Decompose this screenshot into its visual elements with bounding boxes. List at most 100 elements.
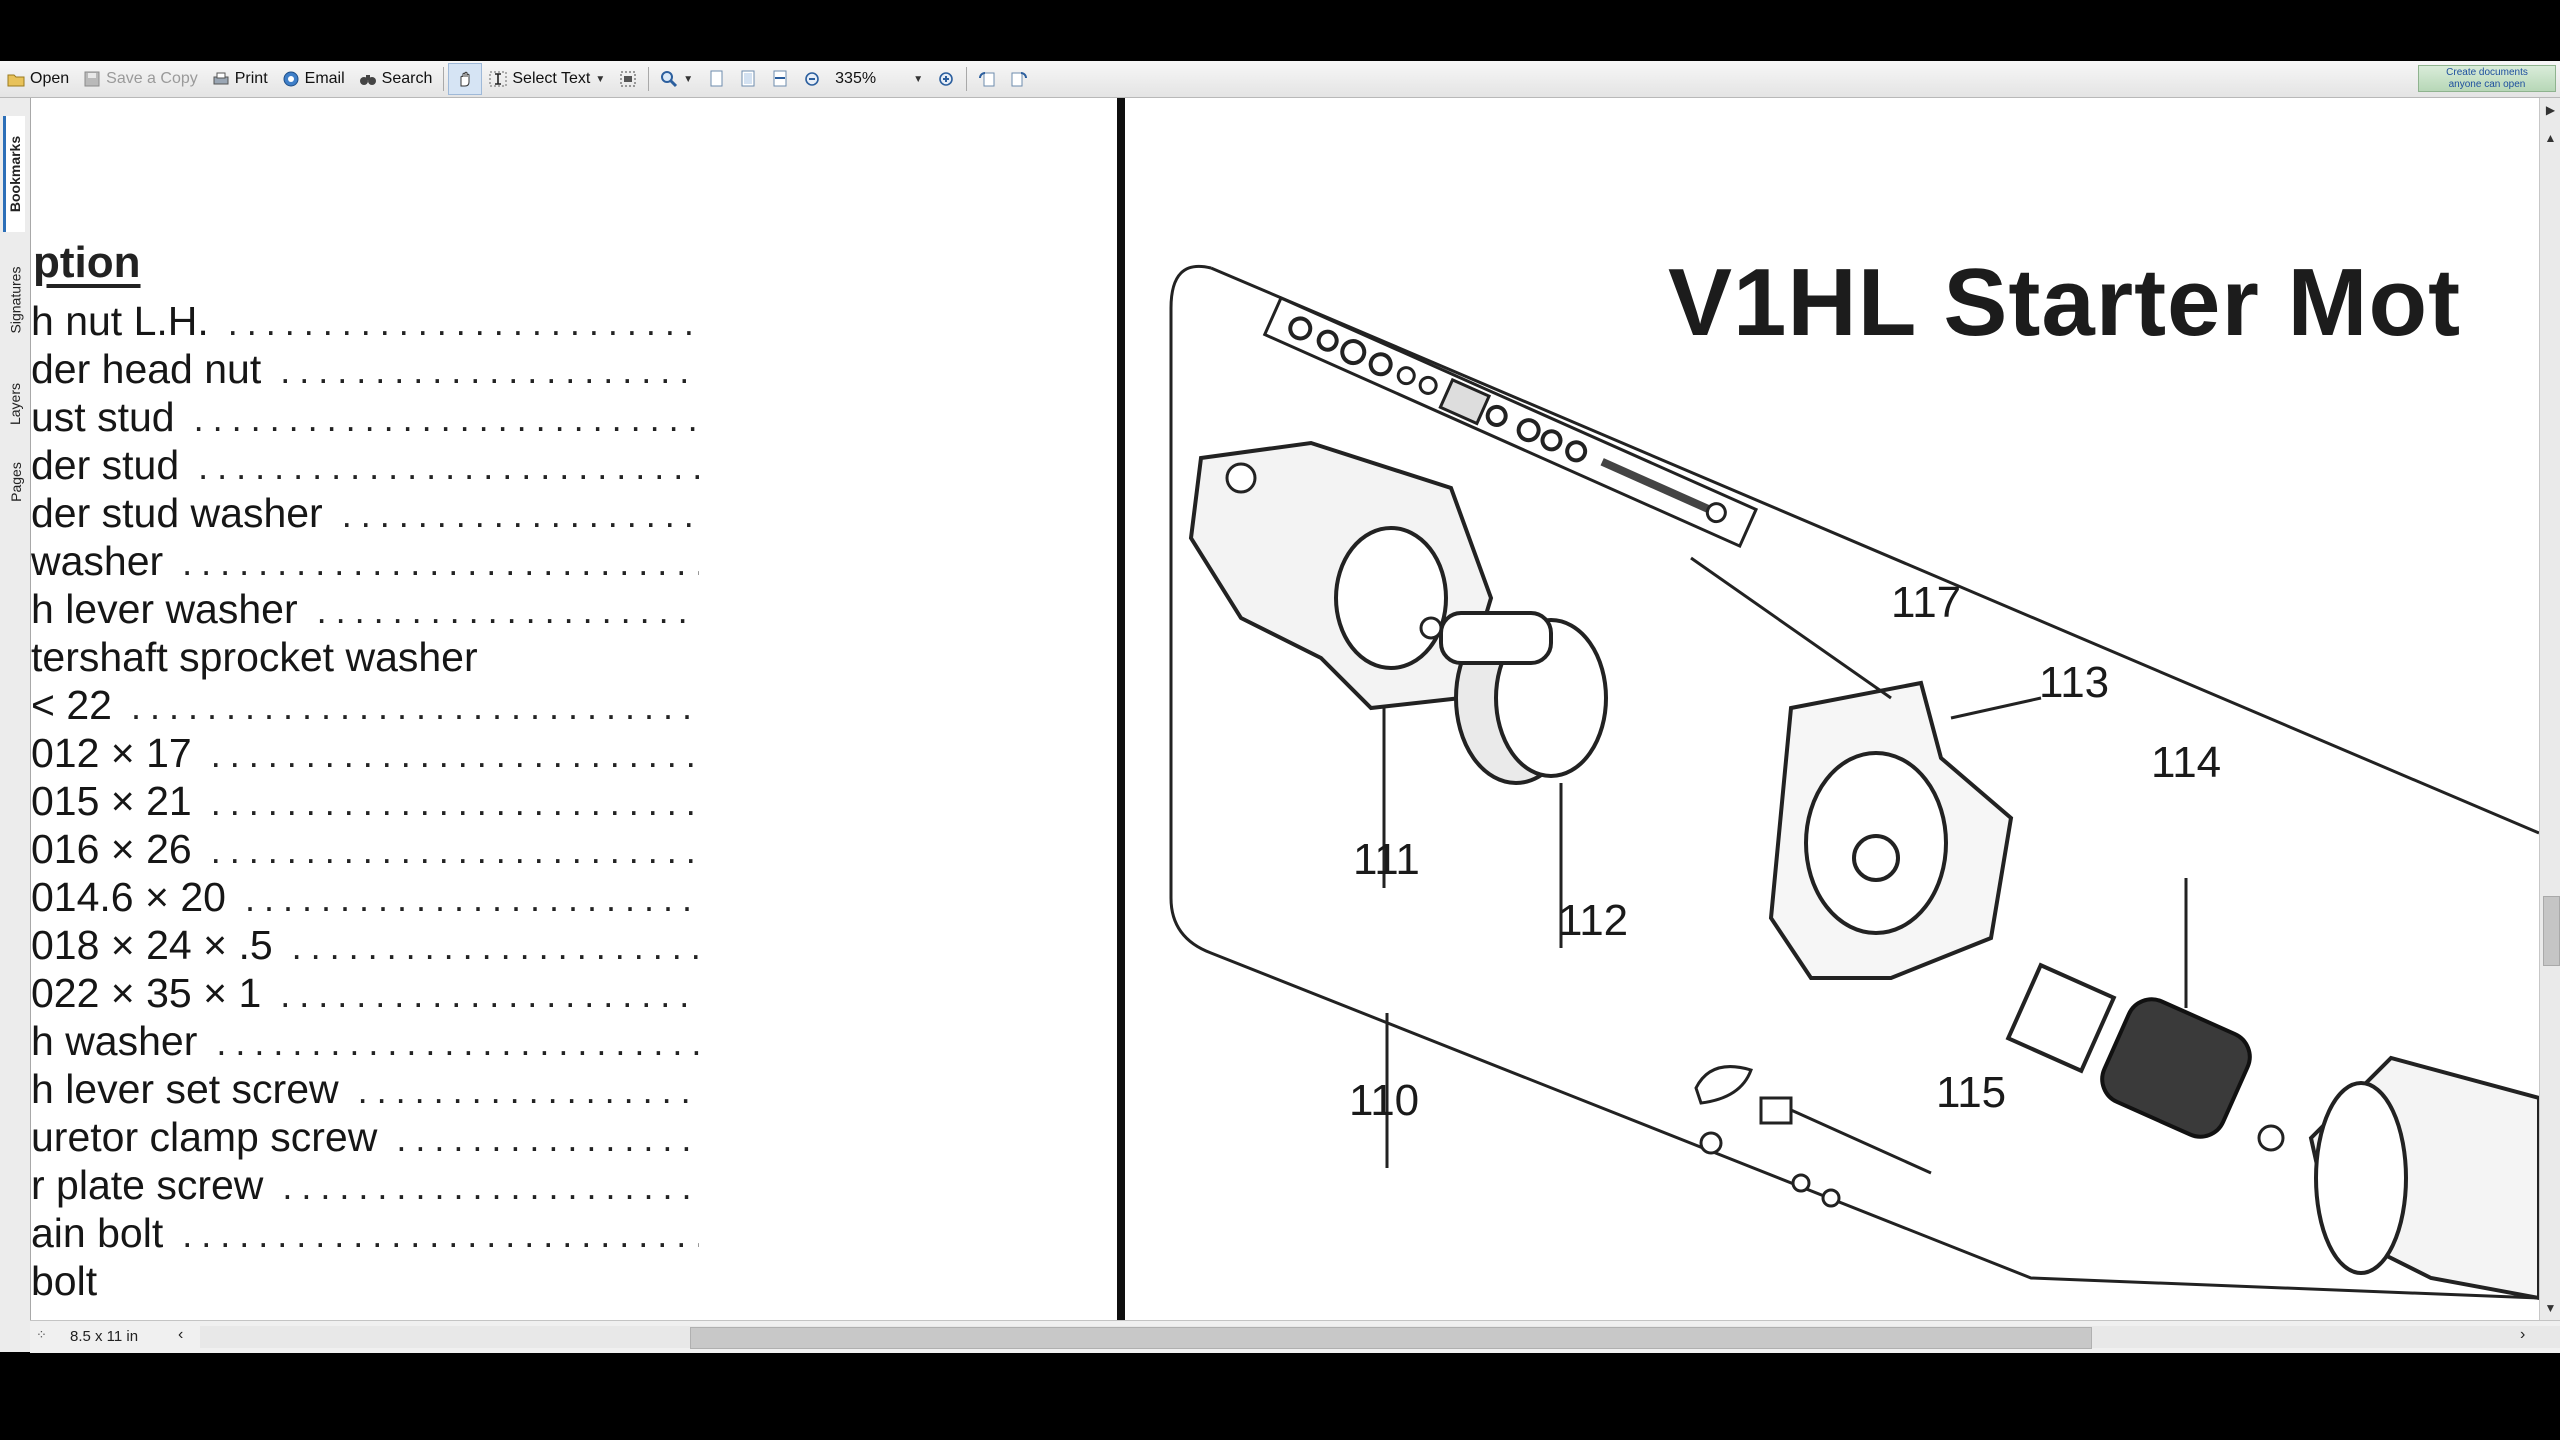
dot-leader: ........................................ bbox=[357, 1070, 699, 1111]
tab-layers[interactable]: Layers bbox=[3, 368, 25, 440]
dot-leader: ........................................ bbox=[182, 542, 699, 583]
drive-housing-part bbox=[1188, 440, 1494, 711]
dot-leader: ........................................ bbox=[341, 494, 699, 535]
floppy-disk-icon bbox=[83, 70, 101, 88]
part-description: 022 × 35 × 1 bbox=[31, 970, 262, 1016]
part-description: h lever washer bbox=[31, 586, 298, 632]
part-description: h lever set screw bbox=[31, 1066, 339, 1112]
open-button[interactable]: Open bbox=[0, 64, 76, 94]
leader-line-113 bbox=[1950, 696, 2042, 720]
email-button[interactable]: Email bbox=[275, 64, 352, 94]
create-documents-banner[interactable]: Create documents anyone can open bbox=[2418, 65, 2556, 92]
list-item: ain bolt ...............................… bbox=[31, 1210, 699, 1257]
part-description: 014.6 × 20 bbox=[31, 874, 226, 920]
rotate-ccw-button[interactable] bbox=[971, 64, 1003, 94]
vertical-scroll-thumb[interactable] bbox=[2543, 896, 2560, 966]
list-item: uretor clamp screw .....................… bbox=[31, 1114, 699, 1161]
zoom-in-icon bbox=[937, 70, 955, 88]
rotate-cw-button[interactable] bbox=[1003, 64, 1035, 94]
list-item: der stud washer ........................… bbox=[31, 490, 699, 537]
callout-111: 111 bbox=[1353, 835, 1420, 884]
tab-bookmarks-label: Bookmarks bbox=[7, 135, 24, 213]
part-description: h washer bbox=[31, 1018, 198, 1064]
save-copy-button[interactable]: Save a Copy bbox=[76, 64, 205, 94]
parts-description-list: ption h nut L.H. .......................… bbox=[31, 98, 721, 1320]
toolbar: Open Save a Copy Print Email Search Sel bbox=[0, 61, 2560, 98]
callout-110: 110 bbox=[1349, 1076, 1420, 1125]
horizontal-scroll-thumb[interactable] bbox=[690, 1327, 2092, 1349]
list-item: der stud ...............................… bbox=[31, 442, 699, 489]
list-item: 014.6 × 20 .............................… bbox=[31, 874, 699, 921]
snapshot-button[interactable] bbox=[612, 64, 644, 94]
list-item: der head nut ...........................… bbox=[31, 346, 699, 393]
text-cursor-icon bbox=[489, 70, 507, 88]
chevron-down-icon[interactable]: ▼ bbox=[913, 73, 924, 85]
fit-page-button[interactable] bbox=[732, 64, 764, 94]
horizontal-scrollbar[interactable] bbox=[200, 1326, 2560, 1349]
column-heading: ption bbox=[33, 238, 141, 287]
vertical-scrollbar[interactable]: ▶ ▲ ▼ bbox=[2539, 98, 2560, 1320]
tab-layers-label: Layers bbox=[7, 382, 24, 426]
zoom-out-button[interactable] bbox=[796, 64, 828, 94]
chevron-down-icon[interactable]: ▼ bbox=[683, 73, 694, 85]
pinion-gear-part bbox=[1419, 611, 1608, 785]
list-item: bolt bbox=[31, 1258, 699, 1305]
dot-leader: ........................................ bbox=[193, 398, 699, 439]
email-label: Email bbox=[304, 70, 345, 87]
folder-open-icon bbox=[7, 70, 25, 88]
dot-leader: ........................................ bbox=[130, 686, 699, 727]
zoom-in-plus-button[interactable] bbox=[930, 64, 962, 94]
part-description: 015 × 21 bbox=[31, 778, 192, 824]
dot-leader: ........................................ bbox=[396, 1118, 699, 1159]
tab-pages-label: Pages bbox=[7, 462, 24, 502]
dot-leader: ........................................ bbox=[280, 974, 699, 1015]
leader-line-115 bbox=[1790, 1108, 1932, 1175]
toolbar-divider bbox=[966, 67, 968, 91]
actual-size-button[interactable] bbox=[700, 64, 732, 94]
part-description: der head nut bbox=[31, 346, 262, 392]
select-text-label: Select Text bbox=[512, 70, 591, 87]
diagram-title: V1HL Starter Mot bbox=[1668, 249, 2462, 356]
print-button[interactable]: Print bbox=[205, 64, 275, 94]
hardware-kit-strip bbox=[1262, 296, 1759, 549]
page-size-label: 8.5 x 11 in bbox=[70, 1328, 139, 1345]
dot-leader: ........................................ bbox=[182, 1214, 699, 1255]
email-icon bbox=[282, 70, 300, 88]
document-view[interactable]: ption h nut L.H. .......................… bbox=[31, 98, 2539, 1320]
list-item: r plate screw ..........................… bbox=[31, 1162, 699, 1209]
scroll-left-arrow-icon[interactable]: ‹ bbox=[178, 1326, 184, 1343]
create-docs-line1: Create documents bbox=[2446, 67, 2528, 78]
tab-pages[interactable]: Pages bbox=[3, 446, 25, 518]
dot-leader: ........................................ bbox=[210, 734, 699, 775]
list-item: tershaft sprocket washer bbox=[31, 634, 699, 681]
scroll-right-arrow-icon[interactable]: › bbox=[2520, 1326, 2526, 1343]
chevron-down-icon[interactable]: ▼ bbox=[595, 73, 606, 85]
print-label: Print bbox=[234, 70, 268, 87]
list-item: h nut L.H. .............................… bbox=[31, 298, 699, 345]
tab-signatures[interactable]: Signatures bbox=[3, 240, 25, 360]
zoom-level-field[interactable]: 335% ▼ bbox=[828, 64, 930, 94]
drag-handle-icon[interactable]: ⁘ bbox=[36, 1327, 47, 1342]
tab-signatures-label: Signatures bbox=[7, 266, 24, 334]
scroll-up-arrow-icon[interactable]: ▲ bbox=[2544, 131, 2557, 145]
leader-line-117 bbox=[1690, 556, 1892, 700]
search-button[interactable]: Search bbox=[352, 64, 440, 94]
part-description: der stud bbox=[31, 442, 180, 488]
tab-bookmarks[interactable]: Bookmarks bbox=[3, 116, 25, 232]
dot-leader: ........................................ bbox=[227, 302, 699, 343]
zoom-in-button[interactable]: ▼ bbox=[653, 64, 700, 94]
select-text-button[interactable]: Select Text ▼ bbox=[482, 64, 612, 94]
panel-expand-arrow-icon[interactable]: ▶ bbox=[2545, 103, 2556, 117]
dot-leader: ........................................ bbox=[198, 446, 699, 487]
callout-114: 114 bbox=[2151, 738, 2222, 787]
fit-width-button[interactable] bbox=[764, 64, 796, 94]
list-item: 015 × 21 ...............................… bbox=[31, 778, 699, 825]
open-label: Open bbox=[30, 70, 70, 87]
dot-leader: ........................................ bbox=[316, 590, 699, 631]
part-description: < 22 bbox=[31, 682, 112, 728]
callout-112: 112 bbox=[1558, 896, 1629, 945]
part-description: bolt bbox=[31, 1258, 98, 1304]
hand-tool-button[interactable] bbox=[448, 63, 483, 95]
scroll-down-arrow-icon[interactable]: ▼ bbox=[2544, 1301, 2557, 1315]
fit-page-icon bbox=[739, 70, 757, 88]
